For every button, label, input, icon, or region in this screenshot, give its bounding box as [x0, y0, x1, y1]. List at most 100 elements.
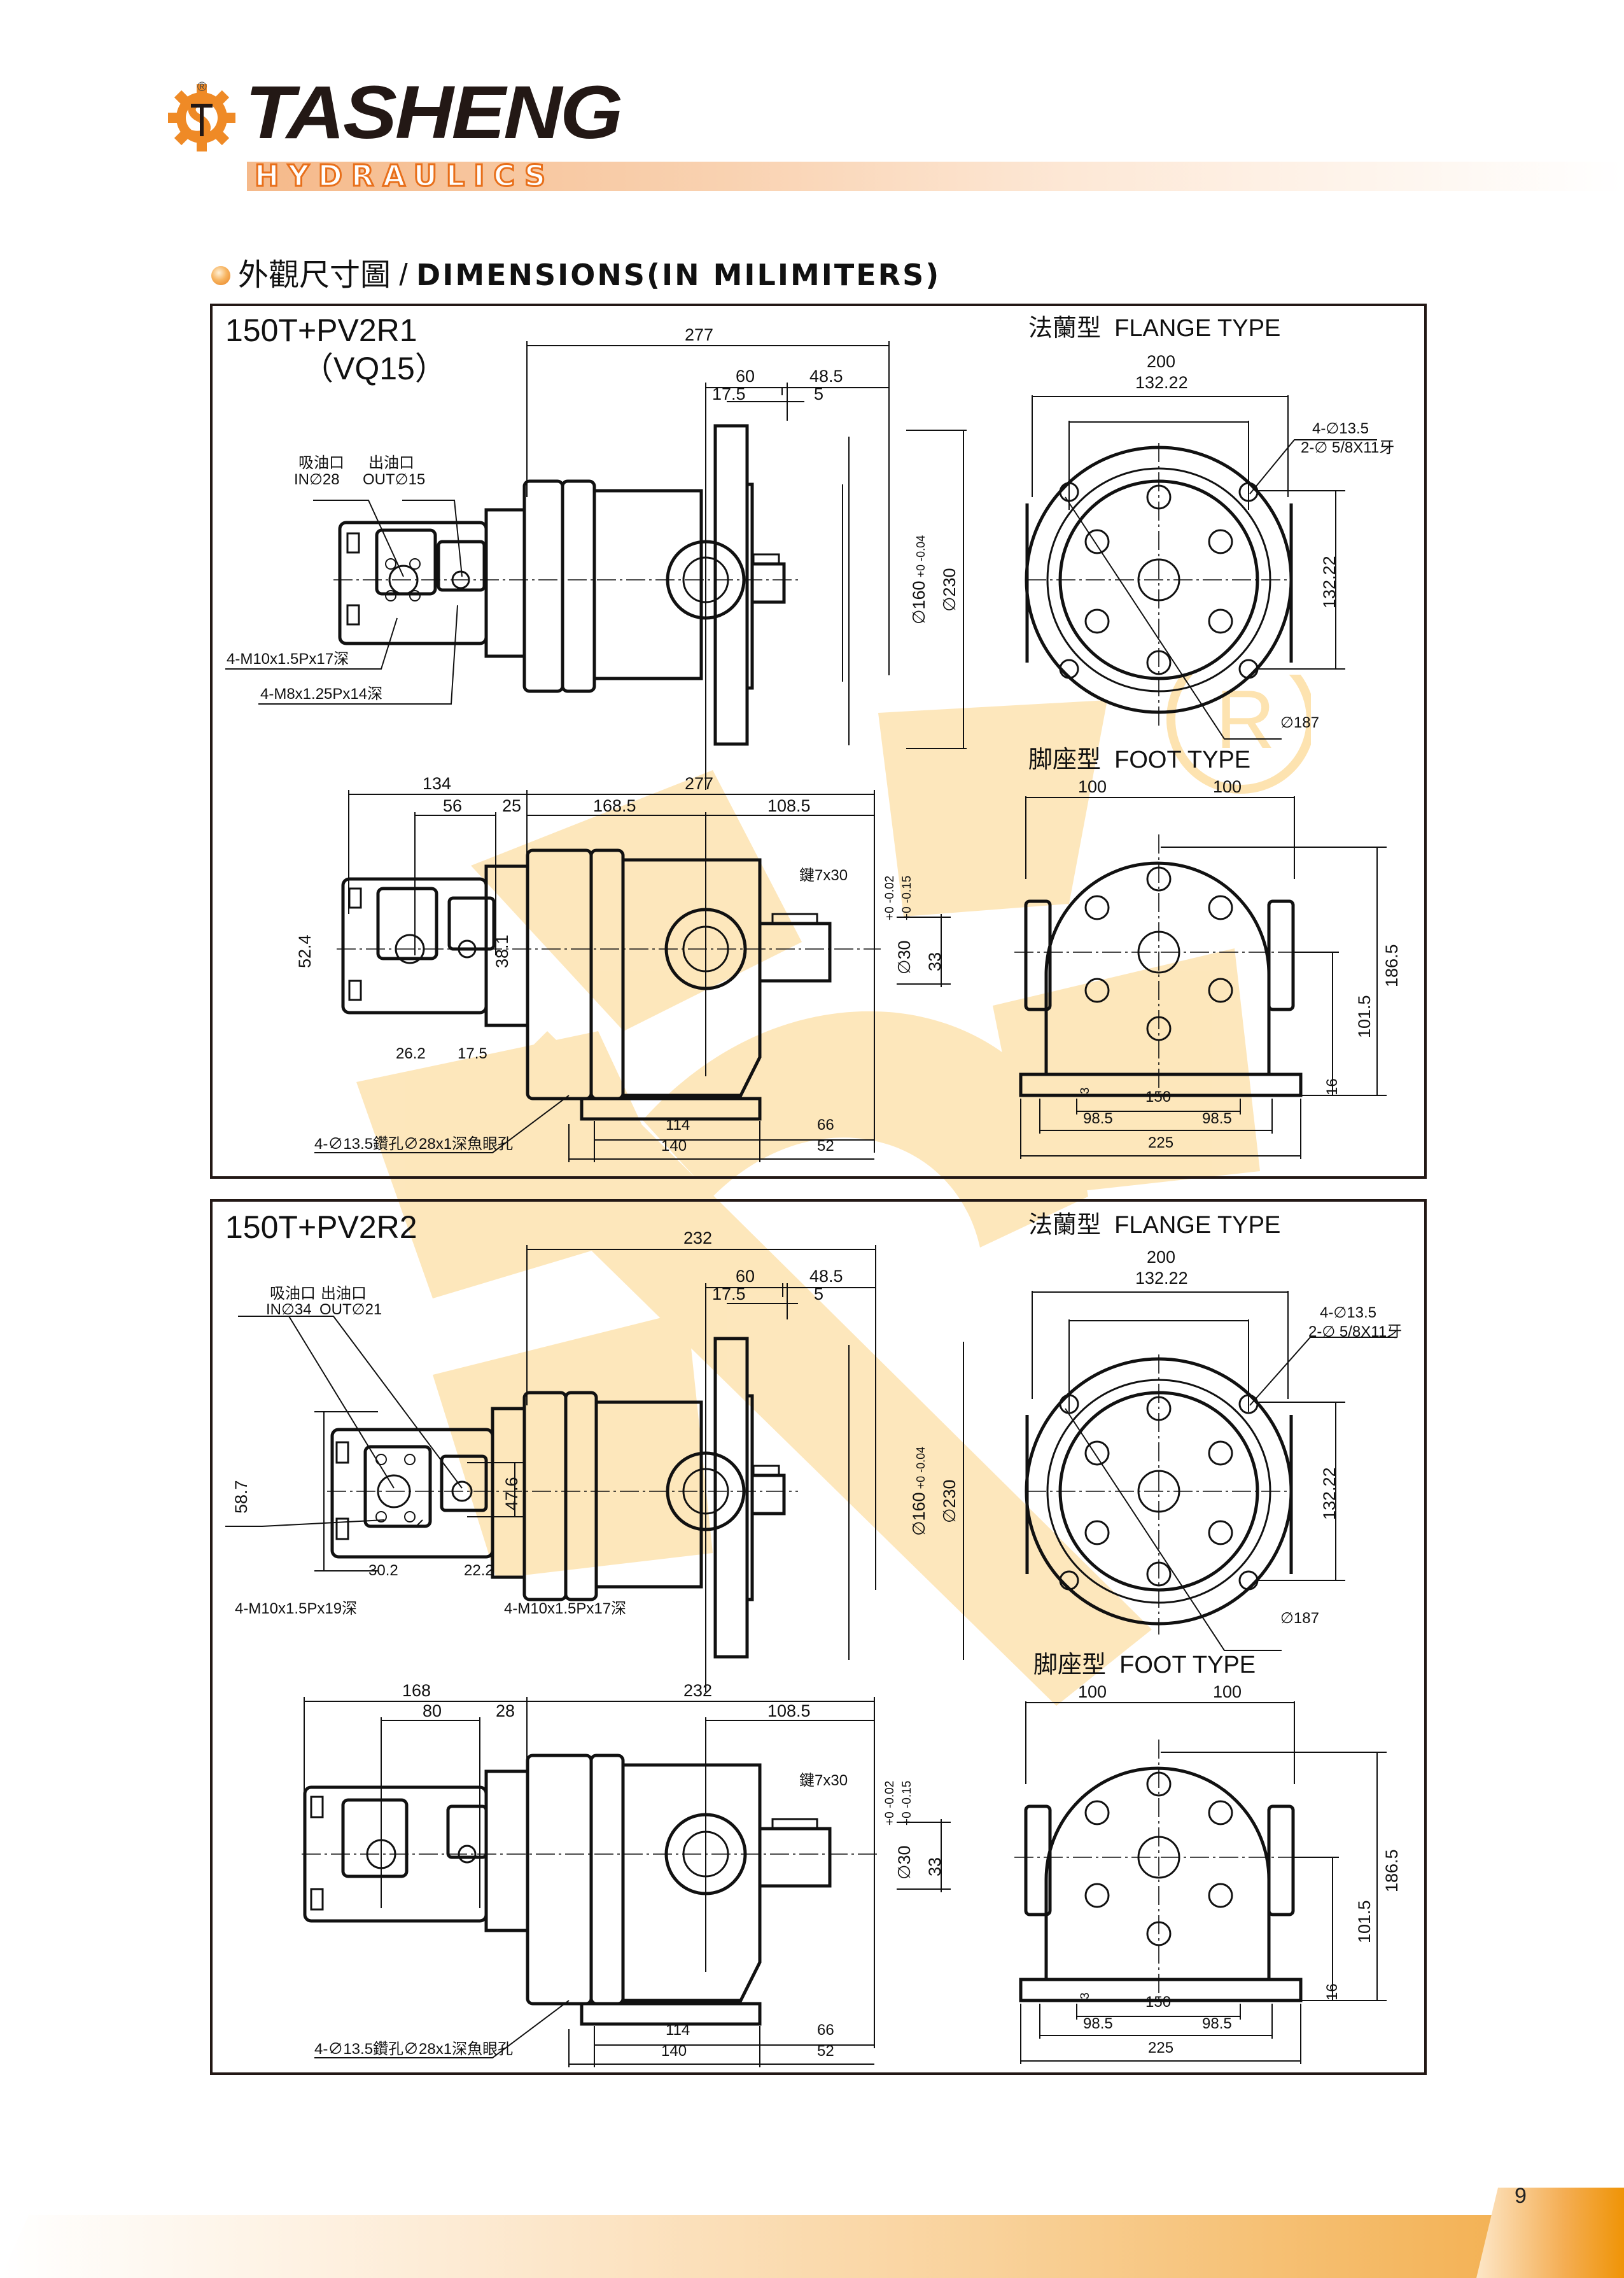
flange-type-title-cn: 法蘭型	[1028, 314, 1102, 342]
thread-callout-1: 4-M10x1.5Px17深	[227, 650, 349, 668]
outlet-label: OUT∅15	[363, 471, 426, 488]
tol-1-lower: -0.02	[883, 1780, 897, 1809]
model-name: 150T+PV2R1	[225, 313, 417, 348]
inlet-label-cn: 吸油口	[298, 454, 344, 472]
model-name: 150T+PV2R2	[225, 1209, 417, 1245]
dim-108-5: 108.5	[767, 1701, 811, 1720]
dim-foot-right: 100	[1213, 1682, 1242, 1701]
tol-1-upper: +0	[883, 906, 897, 920]
dim-140: 140	[661, 2042, 687, 2060]
dim-80: 80	[423, 1701, 442, 1720]
brand-name: TASHENG	[245, 71, 623, 155]
inlet-label-cn: 吸油口	[270, 1285, 316, 1302]
flange-type-title: 法蘭型 FLANGE TYPE	[1028, 314, 1280, 342]
section-title-separator: /	[391, 258, 417, 292]
dim-150: 150	[1145, 1088, 1172, 1106]
header-band	[247, 162, 1624, 191]
dim-foot-left: 100	[1078, 777, 1107, 796]
bolt-circle-dia: ∅187	[1280, 1610, 1319, 1627]
foot-type-title-cn: 脚座型	[1033, 1650, 1107, 1678]
dim-flange-dia: ∅230	[940, 1479, 959, 1523]
mount-holes-callout: 4-∅13.5鑽孔∅28x1深魚眼孔	[314, 1135, 514, 1153]
footer-band	[0, 2215, 1515, 2278]
dim-66: 66	[817, 1116, 834, 1134]
dim-port-v2: 38.1	[493, 934, 512, 968]
section-title-cn: 外觀尺寸圖	[238, 257, 391, 293]
dim-134: 134	[423, 774, 452, 793]
holes-callout-1: 4-∅13.5	[1320, 1304, 1376, 1321]
dim-shaft-dia: ∅30	[895, 940, 914, 974]
dim-port-v2: 47.6	[502, 1477, 521, 1510]
dim-108-5: 108.5	[767, 796, 811, 815]
dim-pilot-dia: ∅160 +0 -0.04	[909, 1447, 930, 1536]
inlet-label: IN∅34	[266, 1301, 312, 1318]
dim-52: 52	[817, 1137, 834, 1155]
tol-2: +0 -0.15	[900, 876, 914, 920]
pilot-dia-value: ∅160	[909, 1492, 928, 1536]
dim-flange-width: 200	[1147, 352, 1176, 371]
thread-callout-1: 4-M10x1.5Px19深	[235, 1600, 358, 1617]
panel-150t-pv2r2: 150T+PV2R2	[210, 1199, 1427, 2075]
panel-150t-pv2r1: 150T+PV2R1 （VQ15）	[210, 304, 1427, 1179]
dim-150: 150	[1145, 1993, 1172, 2011]
dim-bolt-spacing-v: 132.22	[1320, 1467, 1339, 1520]
tol-1-lower: -0.02	[883, 875, 897, 904]
dim-98-5-left: 98.5	[1083, 1110, 1113, 1127]
page-number: 9	[1515, 2184, 1527, 2208]
dim-foot-thickness: 16	[1324, 1983, 1341, 2000]
outlet-label-cn: 出油口	[321, 1285, 367, 1302]
dim-48-5: 48.5	[809, 367, 843, 386]
dim-5: 5	[814, 384, 824, 404]
mount-holes-callout: 4-∅13.5鑽孔∅28x1深魚眼孔	[314, 2041, 514, 2058]
holes-callout-1: 4-∅13.5	[1312, 420, 1369, 437]
key-callout: 鍵7x30	[799, 1772, 848, 1789]
flange-type-title-en: FLANGE TYPE	[1114, 1212, 1281, 1239]
side-view-drawing	[225, 1245, 1396, 2067]
dim-17-5: 17.5	[712, 384, 746, 404]
dim-60: 60	[736, 367, 755, 386]
dim-key-height: 33	[925, 1857, 944, 1876]
dim-foot-left: 100	[1078, 1682, 1107, 1701]
dim-66: 66	[817, 2021, 834, 2039]
dim-port-h1: 26.2	[396, 1045, 426, 1062]
dim-port-v1: 58.7	[232, 1480, 251, 1514]
dim-17-5: 17.5	[712, 1284, 746, 1304]
section-title-en: DIMENSIONS(IN MILIMITERS)	[416, 258, 941, 292]
sub-brand: HYDRAULICS	[253, 158, 555, 193]
dim-140: 140	[661, 1137, 687, 1155]
flange-type-title: 法蘭型 FLANGE TYPE	[1028, 1211, 1280, 1239]
dim-flange-width: 200	[1147, 1248, 1176, 1267]
dim-98-5-right: 98.5	[1202, 2015, 1232, 2032]
dim-port-v1: 52.4	[295, 934, 314, 968]
dim-225: 225	[1148, 2039, 1174, 2057]
foot-type-title-cn: 脚座型	[1028, 745, 1102, 773]
submodel-name: （VQ15）	[302, 351, 447, 386]
tol-1: +0 -0.02	[883, 875, 897, 920]
dim-5: 5	[814, 1284, 824, 1304]
dim-bolt-spacing-v: 132.22	[1320, 556, 1339, 608]
dim-pilot-dia: ∅160 +0 -0.04	[909, 535, 930, 624]
tol-2: +0 -0.15	[900, 1781, 914, 1825]
dim-225: 225	[1148, 1134, 1174, 1151]
flange-type-title-cn: 法蘭型	[1028, 1211, 1102, 1239]
dim-recess: 3	[1079, 1087, 1092, 1094]
section-title: 外觀尺寸圖 / DIMENSIONS(IN MILIMITERS)	[238, 256, 941, 295]
foot-type-title: 脚座型 FOOT TYPE	[1033, 1650, 1256, 1679]
dim-48-5: 48.5	[809, 1267, 843, 1286]
foot-type-title-en: FOOT TYPE	[1119, 1652, 1256, 1678]
pilot-tol-lower: -0.04	[914, 535, 927, 561]
dim-52: 52	[817, 2042, 834, 2060]
dim-bolt-spacing-h: 132.22	[1135, 1269, 1188, 1288]
holes-callout-2: 2-∅ 5/8X11牙	[1301, 439, 1395, 456]
dim-key-height: 33	[925, 952, 944, 971]
footer-tab	[1476, 2188, 1624, 2278]
pilot-dia-value: ∅160	[909, 580, 928, 624]
inlet-label: IN∅28	[294, 471, 340, 488]
dim-overall-length: 232	[683, 1228, 713, 1248]
dim-flange-dia: ∅230	[940, 568, 959, 612]
dim-overall-length: 277	[685, 325, 714, 344]
dim-232-foot: 232	[683, 1681, 713, 1700]
outlet-label-cn: 出油口	[368, 454, 414, 472]
dim-foot-height: 186.5	[1382, 1849, 1401, 1892]
outlet-label: OUT∅21	[319, 1301, 382, 1318]
